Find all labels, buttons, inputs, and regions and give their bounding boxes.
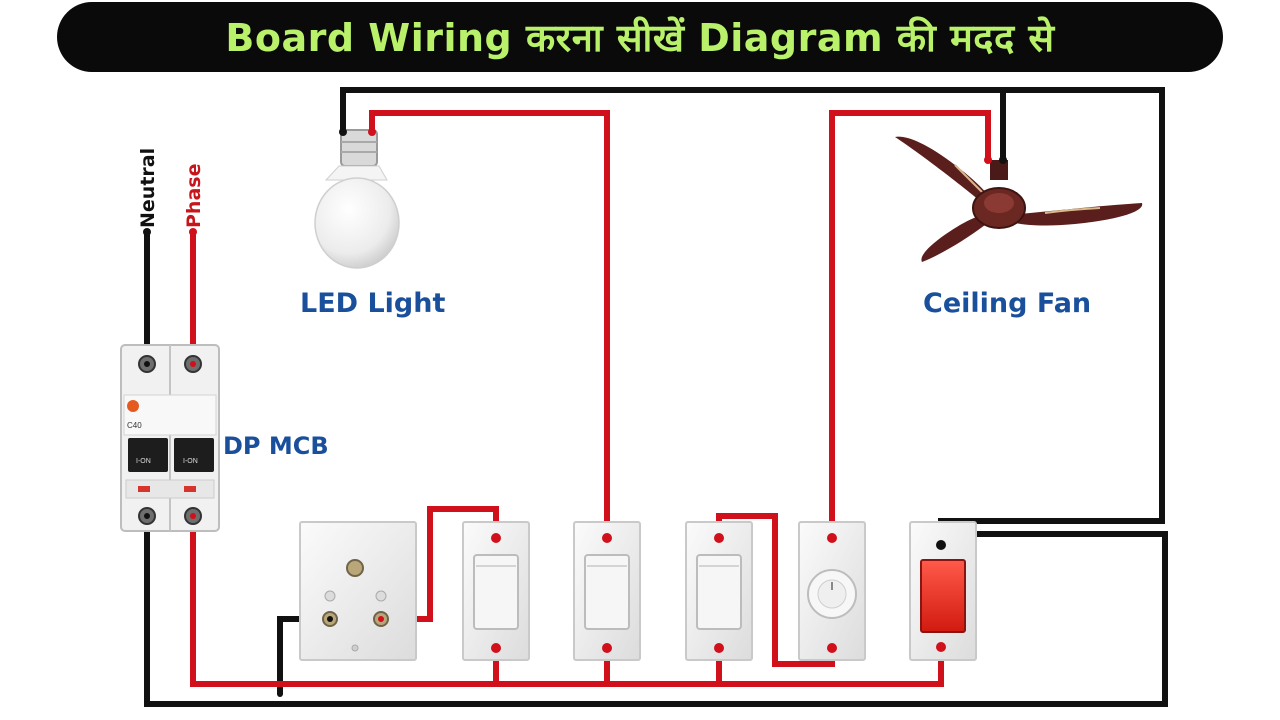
phase-terminal-dot	[189, 228, 197, 236]
mcb-on-right: I-ON	[183, 458, 198, 465]
fan-blade-bottom	[921, 215, 988, 262]
mcb-toggle-right	[174, 438, 214, 472]
dp-mcb-label: DP MCB	[223, 432, 329, 460]
switch-3	[685, 521, 753, 661]
fan-regulator	[798, 521, 866, 661]
mcb-toggle-left	[128, 438, 168, 472]
phase-wire-bottom-bus	[190, 515, 944, 687]
ceiling-fan	[895, 136, 1143, 262]
mcb-rating: C40	[127, 421, 142, 430]
phase-wire-fan	[829, 110, 991, 538]
phase-wire-led	[369, 110, 610, 538]
socket	[299, 521, 417, 661]
neutral-terminal-dot	[143, 228, 151, 236]
fan-blade-left	[895, 136, 990, 205]
switch-2	[573, 521, 641, 661]
indicator-lamp	[920, 559, 966, 633]
title-bar: Board Wiring करना सीखें Diagram की मदद स…	[57, 2, 1223, 72]
mcb-on-left: I-ON	[136, 458, 151, 465]
fan-blade-right	[1010, 203, 1143, 226]
led-light-label: LED Light	[300, 288, 445, 319]
title: Board Wiring करना सीखें Diagram की मदद स…	[225, 16, 1055, 60]
indicator	[909, 521, 977, 661]
switch-1	[462, 521, 530, 661]
brand-logo-icon	[127, 400, 139, 412]
phase-label: Phase	[183, 164, 205, 228]
socket-earth-pin	[346, 559, 364, 577]
ceiling-fan-label: Ceiling Fan	[923, 288, 1091, 319]
led-bulb	[314, 128, 400, 269]
phase-wire-fan-reg	[716, 513, 835, 667]
dp-mcb: C40 I-ON I-ON	[120, 344, 220, 532]
neutral-label: Neutral	[137, 148, 159, 228]
